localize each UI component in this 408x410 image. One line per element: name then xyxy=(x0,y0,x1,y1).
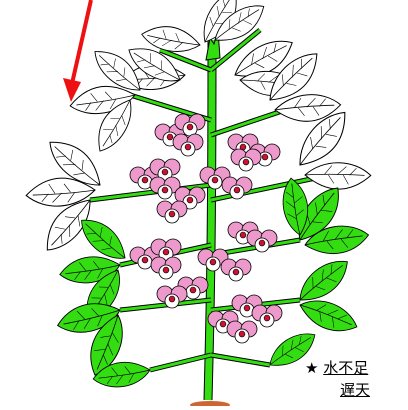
caption-water-shortage: 水不足 xyxy=(323,359,368,377)
caption-second-line: 遅天 xyxy=(340,381,370,399)
soil-patch xyxy=(190,401,230,406)
caption-line-2: 遅天 xyxy=(340,381,370,399)
star-icon: ★ xyxy=(305,359,318,377)
caption-line-1: ★ 水不足 xyxy=(305,359,368,377)
red-arrow-icon xyxy=(63,0,91,102)
